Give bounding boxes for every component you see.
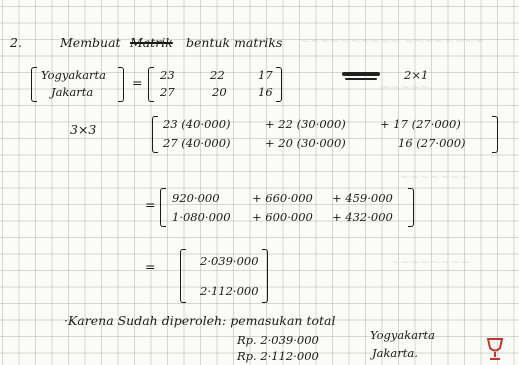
sum-term: + 432·000 <box>332 210 393 224</box>
equals-sign: = <box>145 259 156 274</box>
bracket-right <box>408 188 414 227</box>
product-term: 16 (27·000) <box>398 136 466 150</box>
problem-title: bentuk matriks <box>186 35 283 50</box>
bracket-right <box>492 116 498 153</box>
result-value: 2·039·000 <box>200 254 259 268</box>
matrix-cell: 22 <box>210 68 225 82</box>
bracket-right <box>276 67 282 102</box>
dimension-note: 2×1 <box>404 68 429 82</box>
bracket-left <box>31 67 37 102</box>
label-jakarta: Jakarta <box>51 85 94 99</box>
trophy-icon <box>486 338 504 360</box>
amount-yogyakarta: Rp. 2·039·000 <box>237 333 319 347</box>
product-term: + 20 (30·000) <box>265 136 346 150</box>
matrix-cell: 16 <box>258 85 273 99</box>
bracket-left <box>148 67 154 102</box>
bleed-through-mark: ~~~~~~~~ <box>390 255 471 269</box>
matrix-cell: 27 <box>160 85 175 99</box>
matrix-cell: 17 <box>258 68 273 82</box>
bleed-through-mark: ~~~~~~~~~~ ~~~~~~~~ <box>300 34 485 48</box>
crossed-out-word: Matrik <box>130 35 173 50</box>
equals-sign: = <box>132 75 143 90</box>
amount-jakarta: Rp. 2·112·000 <box>237 349 319 363</box>
size-label: 3×3 <box>70 122 97 137</box>
sum-term: + 600·000 <box>252 210 313 224</box>
bracket-right <box>118 67 124 102</box>
scribble-mark <box>345 78 377 80</box>
bracket-left <box>160 188 166 227</box>
bracket-left <box>152 116 158 153</box>
equals-sign: = <box>145 197 156 212</box>
problem-number: 2. <box>10 35 22 50</box>
heading-word-membuat: Membuat <box>60 35 121 50</box>
bracket-left <box>180 249 186 303</box>
sum-term: + 660·000 <box>252 191 313 205</box>
product-term: 27 (40·000) <box>163 136 231 150</box>
matrix-cell: 23 <box>160 68 175 82</box>
matrix-cell: 20 <box>212 85 227 99</box>
result-value: 2·112·000 <box>200 284 259 298</box>
sum-term: 1·080·000 <box>172 210 231 224</box>
product-term: 23 (40·000) <box>163 117 231 131</box>
product-term: + 17 (27·000) <box>380 117 461 131</box>
sum-term: + 459·000 <box>332 191 393 205</box>
scribble-mark <box>342 72 380 76</box>
city-yogyakarta: Yogyakarta <box>370 328 436 342</box>
product-term: + 22 (30·000) <box>265 117 346 131</box>
bleed-through-mark: ~~~~~ <box>380 80 431 94</box>
bleed-through-mark: ~~~~~~~ <box>400 170 471 184</box>
bracket-right <box>262 249 268 303</box>
sum-term: 920·000 <box>172 191 220 205</box>
conclusion-text: ·Karena Sudah diperoleh: pemasukan total <box>64 313 336 328</box>
label-yogyakarta: Yogyakarta <box>41 68 107 82</box>
city-jakarta: Jakarta. <box>372 346 418 360</box>
